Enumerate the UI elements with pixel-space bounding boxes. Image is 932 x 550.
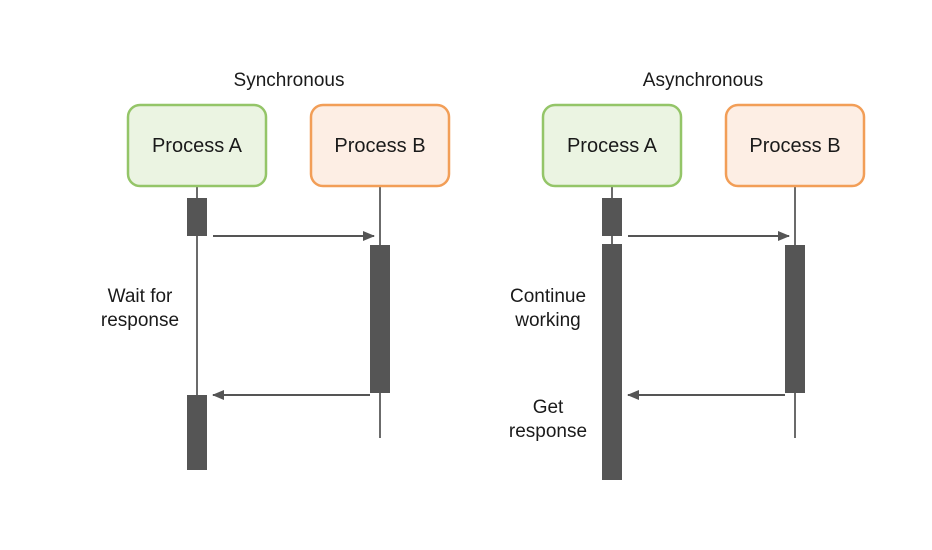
synchronous-diagram: Synchronous Process A Process B Wait for… (101, 70, 451, 470)
sync-wait-note-line-2: response (101, 310, 179, 331)
sync-process-b-box: Process B (309, 103, 451, 188)
async-process-b-box: Process B (724, 103, 866, 188)
synchronous-title: Synchronous (234, 70, 345, 91)
async-continue-note-line-2: working (514, 310, 580, 331)
sync-process-a-label: Process A (152, 135, 243, 157)
async-get-response-note-line-1: Get (533, 397, 564, 418)
sync-process-a-activation-1 (187, 198, 207, 236)
async-process-a-label: Process A (567, 135, 658, 157)
async-process-b-activation (785, 245, 805, 393)
async-continue-note-line-1: Continue (510, 286, 586, 307)
async-process-b-label: Process B (749, 135, 840, 157)
sync-process-b-activation (370, 245, 390, 393)
sync-process-a-box: Process A (126, 103, 268, 188)
async-get-response-note-line-2: response (509, 421, 587, 442)
sync-wait-note-line-1: Wait for (108, 286, 173, 307)
sync-process-b-label: Process B (334, 135, 425, 157)
asynchronous-title: Asynchronous (643, 70, 763, 91)
async-process-a-activation-2 (602, 244, 622, 480)
asynchronous-diagram: Asynchronous Process A Process B Continu… (509, 70, 866, 480)
async-process-a-activation-1 (602, 198, 622, 236)
sync-process-a-activation-2 (187, 395, 207, 470)
async-process-a-box: Process A (541, 103, 683, 188)
